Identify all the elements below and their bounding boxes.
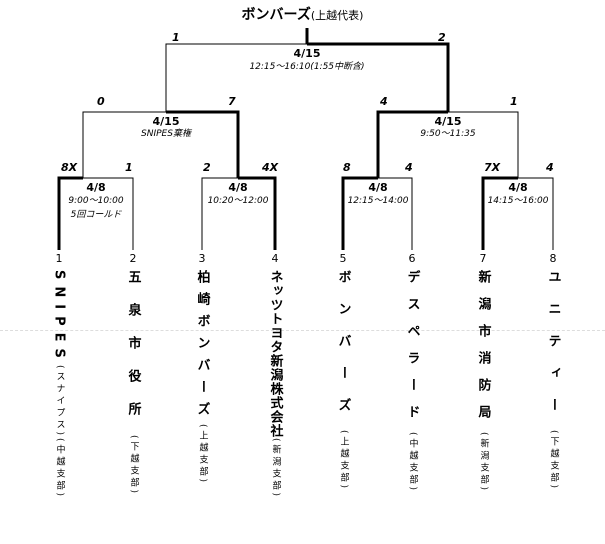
- qf2-line-left: [201, 177, 238, 250]
- team-name: SNIPES: [51, 270, 67, 365]
- team-number: 5: [339, 252, 347, 265]
- sf2-right-score: 1: [510, 95, 518, 108]
- qf2-time: 10:20～12:00: [207, 196, 269, 206]
- team-number: 2: [129, 252, 137, 265]
- final-date: 4/15: [293, 47, 321, 60]
- sf1-right-score: 7: [228, 95, 236, 108]
- sf1-note: SNIPES棄権: [141, 129, 191, 139]
- qf2-date: 4/8: [228, 181, 248, 194]
- qf4-time: 14:15～16:00: [487, 196, 549, 206]
- qf2-line-right: [238, 176, 277, 250]
- team-name: ネッツトヨタ新潟株式会社: [267, 270, 283, 438]
- sf1-date: 4/15: [152, 115, 180, 128]
- team-name: 五泉市役所: [125, 270, 141, 435]
- team-branch: (新潟支部): [478, 432, 489, 494]
- final-right-score: 2: [438, 31, 446, 44]
- qf3-right-score: 4: [405, 161, 413, 174]
- sf2-line-left: [376, 110, 448, 178]
- team-entry: ボンバーズ (上越支部): [332, 270, 354, 491]
- team-entry: SNIPES (スナイプス)(中越支部): [48, 270, 70, 499]
- qf1-note: 5回コールド: [70, 210, 122, 220]
- sf1-line-left: [82, 111, 166, 178]
- team-entry: 新潟市消防局 (新潟支部): [472, 270, 494, 493]
- team-entry: ネッツトヨタ新潟株式会社 (新潟支部): [264, 270, 286, 499]
- team-branch: (中越支部): [407, 432, 418, 494]
- final-time: 12:15～16:10(1:55中断含): [249, 62, 365, 72]
- team-number: 3: [198, 252, 206, 265]
- team-branch: (下越支部): [128, 435, 139, 497]
- team-number: 6: [408, 252, 416, 265]
- final-line-left: [165, 43, 307, 112]
- team-branch: (スナイプス)(中越支部): [54, 364, 65, 499]
- team-name: ボンバーズ: [335, 270, 351, 430]
- team-name: 柏崎ボンバーズ: [194, 270, 210, 424]
- team-branch: (下越支部): [548, 430, 559, 492]
- qf4-date: 4/8: [508, 181, 528, 194]
- final-left-score: 1: [172, 31, 180, 44]
- sf2-line-right: [448, 111, 519, 178]
- qf2-right-score: 4X: [262, 161, 279, 174]
- team-entry: 五泉市役所 (下越支部): [122, 270, 144, 496]
- champion-name: ボンバーズ: [241, 7, 311, 23]
- sf1-left-score: 0: [97, 95, 105, 108]
- qf3-line-right: [378, 177, 413, 250]
- team-name: デスペラード: [404, 270, 420, 432]
- team-name: 新潟市消防局: [475, 270, 491, 432]
- scan-fold-line: [0, 330, 605, 331]
- qf1-date: 4/8: [86, 181, 106, 194]
- qf4-line-left: [481, 176, 518, 250]
- team-number: 1: [55, 252, 63, 265]
- team-entry: デスペラード (中越支部): [401, 270, 423, 493]
- team-number: 4: [271, 252, 279, 265]
- champion-subtitle: (上越代表): [310, 9, 364, 22]
- team-branch: (新潟支部): [270, 438, 281, 500]
- qf4-line-right: [518, 177, 554, 250]
- qf4-left-score: 7X: [484, 161, 501, 174]
- team-entry: ユニティー (下越支部): [542, 270, 564, 491]
- team-number: 8: [549, 252, 557, 265]
- qf3-left-score: 8: [343, 161, 351, 174]
- team-number: 7: [479, 252, 487, 265]
- team-entry: 柏崎ボンバーズ (上越支部): [191, 270, 213, 485]
- qf1-line-left: [57, 176, 83, 250]
- qf3-line-left: [341, 176, 378, 250]
- team-branch: (上越支部): [338, 430, 349, 492]
- qf4-right-score: 4: [546, 161, 554, 174]
- sf2-time: 9:50～11:35: [420, 129, 476, 139]
- qf3-date: 4/8: [368, 181, 388, 194]
- sf1-line-right: [166, 110, 240, 178]
- qf1-right-score: 1: [125, 161, 133, 174]
- qf2-left-score: 2: [203, 161, 211, 174]
- sf2-date: 4/15: [434, 115, 462, 128]
- qf1-line-right: [83, 177, 134, 250]
- sf2-left-score: 4: [380, 95, 388, 108]
- qf1-time: 9:00～10:00: [68, 196, 124, 206]
- final-line-right: [307, 42, 450, 112]
- qf1-left-score: 8X: [61, 161, 78, 174]
- team-name: ユニティー: [545, 270, 561, 430]
- qf3-time: 12:15～14:00: [347, 196, 409, 206]
- team-branch: (上越支部): [197, 424, 208, 486]
- page-title: ボンバーズ(上越代表): [0, 4, 605, 24]
